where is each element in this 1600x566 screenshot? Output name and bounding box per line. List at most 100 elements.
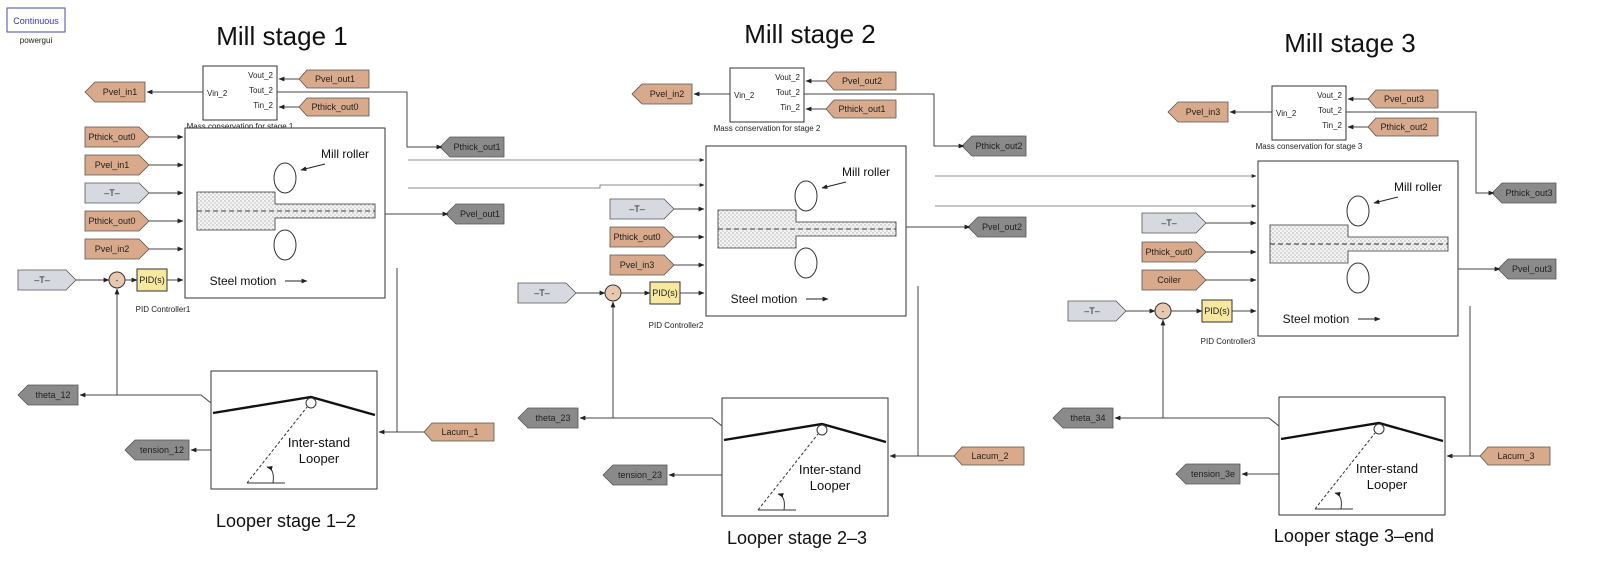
stage1-theta-tag[interactable]: theta_12	[17, 384, 79, 406]
stage2-mill-roller-label: Mill roller	[842, 165, 890, 179]
stage3-steel-motion-label: Steel motion	[1283, 312, 1350, 326]
stage1-const-block[interactable]: –T–	[17, 269, 77, 291]
stage3-mass-input-tag[interactable]: Pthick_out2	[1367, 117, 1439, 137]
pid-label: PID(s)	[1204, 306, 1230, 316]
looper-angle	[1334, 491, 1342, 510]
powergui-label: powergui	[20, 36, 53, 45]
stage1-thick-out-tag[interactable]: Pthick_out1	[439, 136, 505, 158]
stage3-mass-input-tag[interactable]: Pvel_out3	[1367, 89, 1439, 109]
goto-tag-label: Pvel_in2	[650, 89, 685, 99]
stage1-mill-input-tag[interactable]: Pvel_in1	[84, 154, 150, 176]
from-tag-shape	[953, 446, 1025, 466]
stage1-lacum-tag[interactable]: Lacum_1	[423, 422, 495, 442]
looper-strip	[212, 395, 376, 417]
stage3-pid-controller[interactable]: PID(s)PID Controller3	[1201, 299, 1256, 346]
goto-tag-shape	[84, 81, 146, 103]
stage1-mill-input-tag[interactable]: Pthick_out0	[84, 126, 150, 148]
lower-roller	[794, 247, 818, 279]
from-tag-label: Pthick_out2	[1380, 122, 1427, 132]
mass-out-port: Tout_2	[776, 88, 801, 97]
stage1-tension-tag[interactable]: tension_12	[124, 439, 190, 461]
from-tag-label: Pvel_out1	[315, 74, 355, 84]
stage1-mass-input-tag[interactable]: Pthick_out0	[298, 97, 370, 117]
stage3-thick-out-tag[interactable]: Pthick_out3	[1491, 182, 1557, 204]
mass-block-frame	[729, 67, 805, 123]
stage2-theta-tag[interactable]: theta_23	[517, 407, 579, 429]
stage2-mass-input-tag[interactable]: Pthick_out1	[825, 99, 897, 119]
stage1-vel-in-tag[interactable]: Pvel_in1	[84, 81, 146, 103]
stage1-mill-input-tag[interactable]: –T–	[84, 182, 150, 204]
stage2-mill-input-tag[interactable]: –T–	[609, 198, 675, 220]
stage2-steel-motion-label: Steel motion	[731, 292, 798, 306]
stage3-lacum-tag[interactable]: Lacum_3	[1479, 446, 1551, 466]
stage2-thick-out-tag[interactable]: Pthick_out2	[961, 135, 1027, 157]
stage1-pid-controller[interactable]: PID(s)PID Controller1	[136, 268, 191, 314]
from-tag-shape	[1141, 241, 1207, 263]
thick-out-wire	[804, 93, 965, 149]
stage1-looper-label-2: Looper	[299, 451, 340, 466]
stage3-const-block[interactable]: –T–	[1067, 300, 1127, 322]
upper-roller	[794, 180, 818, 212]
stage1-mill-input-tag[interactable]: Pthick_out0	[84, 210, 150, 232]
stage1-mass-input-tag[interactable]: Pvel_out1	[298, 69, 370, 89]
looper-roll	[816, 424, 828, 436]
stage2-tension-tag[interactable]: tension_23	[602, 464, 668, 486]
stage1-mass-caption: Mass conservation for stage 1	[187, 122, 294, 131]
from-tag-shape	[423, 422, 495, 442]
looper-arm	[246, 406, 308, 484]
stage3-mill-input-tag[interactable]: Coiler	[1141, 269, 1207, 291]
goto-tag-label: Pvel_in1	[103, 87, 138, 97]
from-tag-shape	[1479, 446, 1551, 466]
stage3-vel-out-tag[interactable]: Pvel_out3	[1497, 258, 1557, 280]
mass-out-port: Tout_2	[249, 86, 274, 95]
from-tag-shape	[17, 269, 77, 291]
looper-roll	[1373, 423, 1385, 435]
looper-frame	[1278, 396, 1446, 516]
stage3-vel-in-tag[interactable]: Pvel_in3	[1167, 101, 1229, 123]
stage2-lacum-tag[interactable]: Lacum_2	[953, 446, 1025, 466]
goto-tag-label: theta_23	[535, 413, 570, 423]
stage2-vel-in-tag[interactable]: Pvel_in2	[631, 83, 693, 105]
goto-tag-label: theta_12	[35, 390, 70, 400]
upper-roller	[273, 162, 297, 194]
goto-tag-label: tension_3e	[1191, 469, 1235, 479]
from-tag-label: –T–	[104, 188, 120, 198]
stage2-const-block[interactable]: –T–	[517, 282, 577, 304]
goto-tag-label: Pvel_in3	[1186, 107, 1221, 117]
mass-out-port: Vout_2	[1317, 91, 1342, 100]
stage2-mass-input-tag[interactable]: Pvel_out2	[825, 71, 897, 91]
from-tag-label: Pthick_out0	[1145, 247, 1192, 257]
looper-arm	[757, 433, 819, 511]
stage2-pid-controller[interactable]: PID(s)PID Controller2	[649, 281, 704, 330]
mass-out-port: Tin_2	[253, 101, 273, 110]
stage1-vel-out-tag[interactable]: Pvel_out1	[445, 203, 505, 225]
powergui-mode: Continuous	[13, 16, 59, 26]
from-tag-shape	[825, 99, 897, 119]
stage1-mill-input-tag[interactable]: Pvel_in2	[84, 238, 150, 260]
stage3-theta-tag[interactable]: theta_34	[1052, 407, 1114, 429]
stage2-mill-input-tag[interactable]: Pthick_out0	[609, 226, 675, 248]
stage2-vel-out-tag[interactable]: Pvel_out2	[967, 216, 1027, 238]
goto-tag-label: Pthick_out3	[1505, 188, 1552, 198]
stage2-mill-input-tag[interactable]: Pvel_in3	[609, 254, 675, 276]
theta-wire	[79, 392, 212, 404]
stage3-mill-input-tag[interactable]: –T–	[1141, 212, 1207, 234]
stage3-mill-input-tag[interactable]: Pthick_out0	[1141, 241, 1207, 263]
upper-roller	[1346, 195, 1370, 227]
stage3-tension-tag[interactable]: tension_3e	[1175, 463, 1241, 485]
from-tag-label: –T–	[534, 288, 550, 298]
mass-out-port: Tout_2	[1318, 106, 1343, 115]
mass-in-port: Vin_2	[734, 91, 755, 100]
powergui-block[interactable]: Continuous powergui	[6, 7, 66, 45]
stage3-mill-roller-label: Mill roller	[1394, 180, 1442, 194]
from-tag-label: Lacum_2	[971, 451, 1008, 461]
